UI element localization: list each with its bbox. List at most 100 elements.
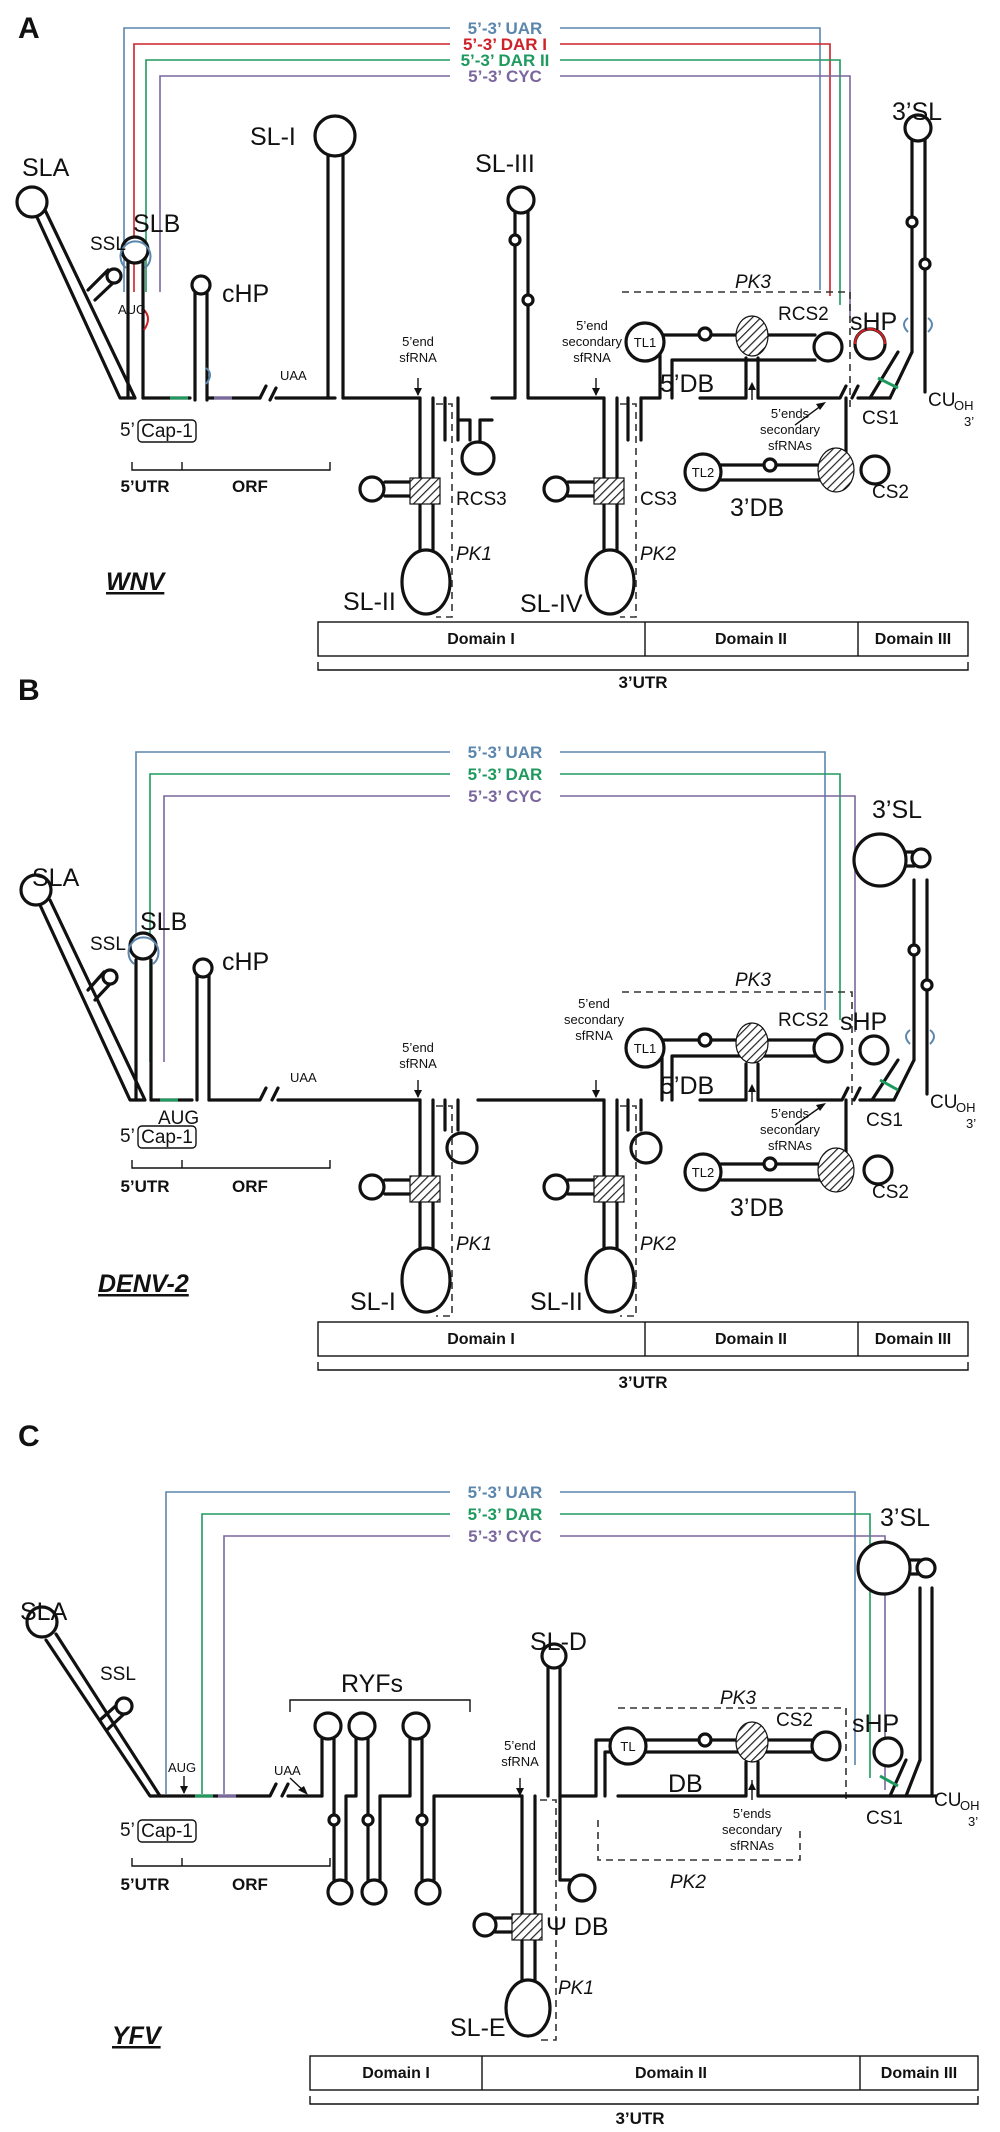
sle-label: SL-E xyxy=(450,2014,506,2042)
sl-iii: SL-III xyxy=(475,150,536,307)
virus-name: DENV-2 xyxy=(98,1270,189,1298)
interaction-lines xyxy=(123,27,851,318)
pk2-label: PK2 xyxy=(640,544,676,565)
five-prime-label: 5’ xyxy=(120,1126,135,1147)
sl-i: SL-I xyxy=(250,114,357,400)
sfrna1-line1: 5’end xyxy=(504,1738,536,1753)
slb-label: SLB xyxy=(140,908,187,936)
utr3-label: 3’UTR xyxy=(615,2109,664,2128)
db3-label: 3’DB xyxy=(730,1194,784,1222)
pk1-label: PK1 xyxy=(558,1978,594,1999)
utr3-label: 3’UTR xyxy=(618,1373,667,1392)
sfrna1-line2: sfRNA xyxy=(399,1056,437,1071)
sfrna3-line3: sfRNAs xyxy=(730,1838,775,1853)
sl2-label: SL-II xyxy=(343,588,396,616)
sfrna3-line3: sfRNAs xyxy=(768,1138,813,1153)
sfrna1-line2: sfRNA xyxy=(501,1754,539,1769)
domain-bar: Domain I Domain II Domain III 3’UTR xyxy=(317,1321,969,1392)
orf-label: ORF xyxy=(232,1177,268,1196)
panel-letter: B xyxy=(18,674,40,707)
sla-label: SLA xyxy=(32,864,80,892)
three-prime-label: 3’ xyxy=(968,1814,978,1829)
aug-label: AUG xyxy=(118,302,146,317)
sfrna3-line1: 5’ends xyxy=(733,1806,772,1821)
shp-label: sHP xyxy=(840,1008,887,1036)
rcs2-label: RCS2 xyxy=(778,1010,829,1031)
sl4-label: SL-IV xyxy=(520,590,583,618)
ssl-label: SSL xyxy=(90,934,126,955)
domain-ii: Domain II xyxy=(715,631,787,648)
cs1-label: CS1 xyxy=(866,1808,903,1829)
domain-bar: Domain I Domain II Domain III 3’UTR xyxy=(317,621,969,692)
five-prime-region: SLA SSL SLB cHP AUG UAA 5’ Cap-1 5’UTR O… xyxy=(19,864,422,1196)
utr3-label: 3’UTR xyxy=(618,673,667,692)
dar-label: 5’-3’ DAR xyxy=(468,1505,543,1524)
panel-letter: A xyxy=(18,12,40,45)
dar-label: 5’-3’ DAR xyxy=(468,765,543,784)
cs2-label: CS2 xyxy=(872,1182,909,1203)
shp-label: sHP xyxy=(852,1710,899,1738)
cap-label: Cap-1 xyxy=(141,1821,193,1842)
db5-label: 5’DB xyxy=(660,1072,714,1100)
aug-label: AUG xyxy=(158,1108,199,1129)
ssl-label: SSL xyxy=(100,1664,136,1685)
pk3-label: PK3 xyxy=(720,1688,756,1709)
sfrna3-line2: secondary xyxy=(760,1122,820,1137)
tl1-label: TL1 xyxy=(634,335,656,350)
uar-label: 5’-3’ UAR xyxy=(468,743,543,762)
sl1-label: SL-I xyxy=(350,1288,396,1316)
interaction-lines xyxy=(165,1491,886,1794)
uaa-label: UAA xyxy=(290,1070,317,1085)
domain-iii: Domain III xyxy=(875,1331,951,1348)
cs1-label: CS1 xyxy=(866,1110,903,1131)
sl3p-label: 3’SL xyxy=(880,1504,930,1532)
oh-label: OH xyxy=(954,398,974,413)
chp-label: cHP xyxy=(222,280,269,308)
db5-label: 5’DB xyxy=(660,370,714,398)
panel-letter: C xyxy=(18,1420,40,1453)
sfrna2-line3: sfRNA xyxy=(573,350,611,365)
sfrna2-line2: secondary xyxy=(562,334,622,349)
sfrna3-line1: 5’ends xyxy=(771,406,810,421)
sl-e-and-psi-db: SL-D SL-E Ψ DB PK1 5’end sfRNA xyxy=(450,1628,609,2042)
cs1-label: CS1 xyxy=(862,408,899,429)
domain-i: Domain I xyxy=(362,2065,430,2082)
dumbbells: PK3 TL1 5’DB RCS2 TL2 3’DB CS2 5’ends se… xyxy=(622,970,909,1222)
tl-label: TL xyxy=(620,1739,635,1754)
domain-iii-structures: 3’SL sHP CS1 CU OH 3’ xyxy=(850,98,974,429)
sla-label: SLA xyxy=(20,1598,68,1626)
aug-label: AUG xyxy=(168,1760,196,1775)
sfrna2-line1: 5’end xyxy=(576,318,608,333)
sl3p-label: 3’SL xyxy=(872,796,922,824)
dar1-label: 5’-3’ DAR I xyxy=(463,35,547,54)
sfrna2-line1: 5’end xyxy=(578,996,610,1011)
sld-label: SL-D xyxy=(530,1628,587,1656)
sla-label: SLA xyxy=(22,154,70,182)
shp-label: sHP xyxy=(850,308,897,336)
domain-iii: Domain III xyxy=(881,2065,957,2082)
pk3-label: PK3 xyxy=(735,272,771,293)
domain-iii: Domain III xyxy=(875,631,951,648)
sfrna3-line2: secondary xyxy=(722,1822,782,1837)
sfrna1-line2: sfRNA xyxy=(399,350,437,365)
pk2-label: PK2 xyxy=(640,1234,676,1255)
sfrna3-line1: 5’ends xyxy=(771,1106,810,1121)
orf-label: ORF xyxy=(232,477,268,496)
uaa-label: UAA xyxy=(280,368,307,383)
cs3-label: CS3 xyxy=(640,489,677,510)
sl3p-label: 3’SL xyxy=(892,98,942,126)
domain-i-structures: SL-I PK1 5’end sfRNA xyxy=(350,1040,492,1317)
uar-label: 5’-3’ UAR xyxy=(468,1483,543,1502)
sfrna1-line1: 5’end xyxy=(402,334,434,349)
domain-i: Domain I xyxy=(447,631,515,648)
rcs2-label: RCS2 xyxy=(778,304,829,325)
cyc-label: 5’-3’ CYC xyxy=(468,787,542,806)
oh-label: OH xyxy=(956,1100,976,1115)
cs2-label: CS2 xyxy=(872,482,909,503)
sfrna1-line1: 5’end xyxy=(402,1040,434,1055)
five-prime-region: SLA SSL AUG UAA 5’ Cap-1 5’UTR ORF xyxy=(20,1598,331,1894)
sfrna2-line2: secondary xyxy=(564,1012,624,1027)
panel-c: C 5’-3’ UAR 5’-3’ DAR 5’-3’ CYC SLA SSL … xyxy=(18,1420,980,2128)
rcs3-label: RCS3 xyxy=(456,489,507,510)
